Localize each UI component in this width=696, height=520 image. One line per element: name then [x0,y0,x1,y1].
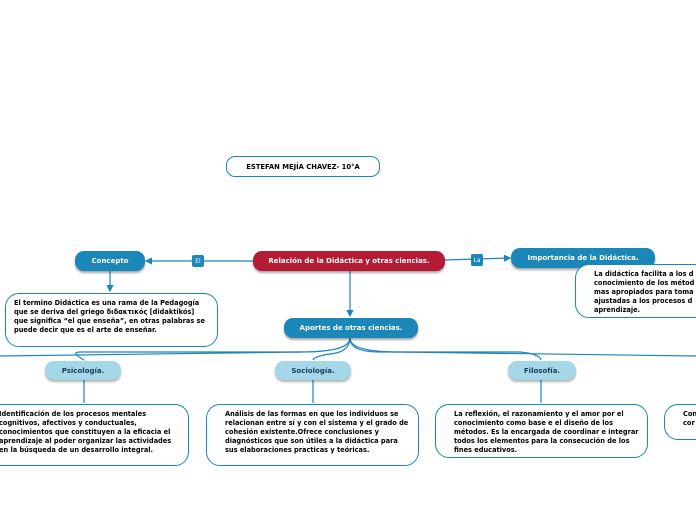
aportes-node[interactable]: Aportes de otras ciencias. [284,318,418,338]
psicologia-node[interactable]: Psicología. [45,361,121,380]
connector-label-el: El [192,255,204,267]
filosofia-text: La reflexión, el razonamiento y el amor … [435,404,648,458]
concepto-node[interactable]: Concepto [75,251,145,271]
link-aportes-sociologia [312,337,351,361]
sociologia-node[interactable]: Sociología. [275,361,351,380]
connector-label-la: La [471,254,483,266]
psicologia-text: Identificación de los procesos mentales … [0,404,189,466]
link-aportes-filosofia [349,337,542,361]
central-node[interactable]: Relación de la Didáctica y otras ciencia… [253,251,445,271]
author-title: ESTEFAN MEJÍA CHAVEZ- 10°A [226,156,380,177]
filosofia-node[interactable]: Filosofía. [508,361,576,380]
importancia-node[interactable]: Importancia de la Didáctica. [511,248,655,268]
fourth-science-text: Con edu cor [664,404,696,440]
importancia-text: La didáctica facilita a los d conocimien… [575,264,696,318]
link-aportes-right-edge [349,337,696,357]
concepto-text: El termino Didáctica es una rama de la P… [5,293,218,347]
sociologia-text: Análisis de las formas en que los indivi… [206,404,419,466]
